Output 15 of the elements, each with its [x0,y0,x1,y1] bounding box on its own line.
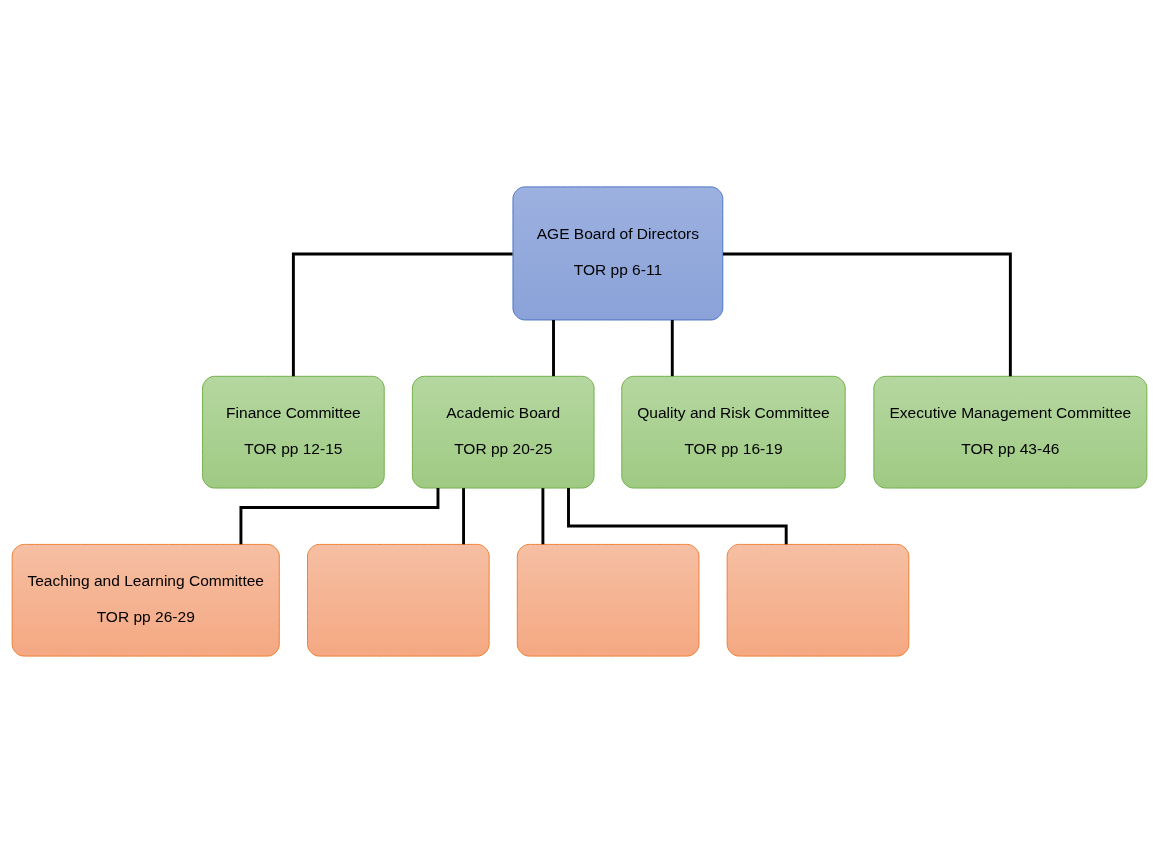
node-box [726,543,910,657]
connector [462,488,466,545]
node-box: Academic Board TOR pp 20-25 [411,375,595,489]
connector [723,252,1012,377]
connector [291,252,513,377]
connector [552,320,555,377]
node-box: AGE Board of Directors TOR pp 6-11 [512,186,724,321]
connector [541,488,545,545]
node-box: Executive Management Committee TOR pp 43-46 [873,375,1148,489]
node-box: Quality and Risk Committee TOR pp 16-19 [621,375,846,489]
node-box [307,543,490,657]
node-box [516,543,700,657]
connector [670,320,674,377]
node-box: Finance Committee TOR pp 12-15 [202,375,385,489]
node-box: Teaching and Learning Committee TOR pp 26-29 [11,543,280,657]
